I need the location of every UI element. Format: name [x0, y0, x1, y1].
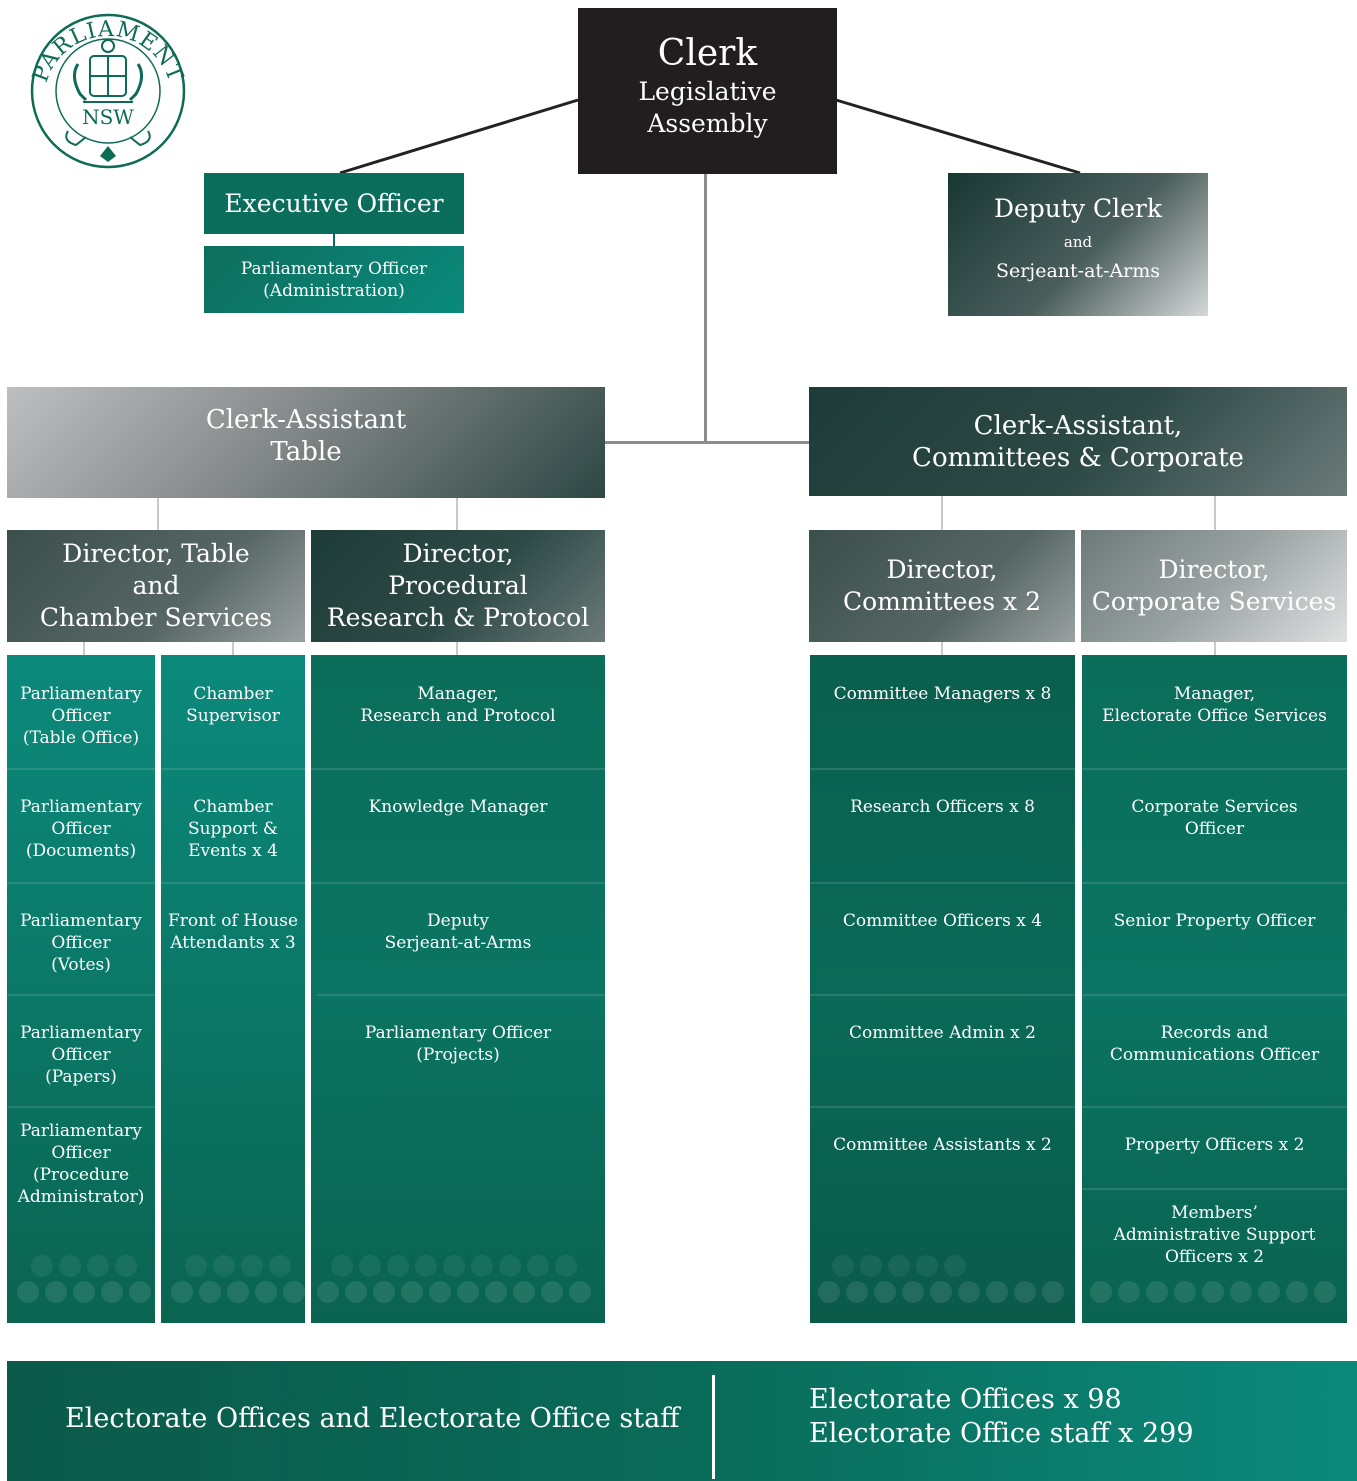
ca-table-line-2: Table — [270, 436, 342, 467]
list-item: Manager,Electorate Office Services — [1102, 684, 1327, 726]
director-table-box: Director, Table and Chamber Services — [7, 530, 305, 642]
connector-ca-comm-dir1 — [941, 496, 943, 530]
executive-officer-sub-box: Parliamentary Officer (Administration) — [204, 246, 464, 313]
connector-dir3-col — [941, 641, 943, 655]
deputy-clerk-title: Deputy Clerk — [993, 193, 1163, 223]
decorative-dots — [7, 1243, 155, 1323]
list-item: Research Officers x 8 — [850, 797, 1035, 817]
dir-table-line-1: Director, Table — [62, 539, 250, 568]
ca-table-line-1: Clerk-Assistant — [205, 404, 407, 435]
ca-committees-line-1: Clerk-Assistant, — [973, 410, 1183, 441]
connector-exec-sub — [333, 234, 335, 246]
connector-dir1-col2 — [232, 641, 234, 655]
decorative-dots — [1082, 1243, 1347, 1323]
list-item: Committee Officers x 4 — [842, 911, 1043, 931]
clerk-title: Clerk — [657, 33, 758, 74]
connector-dir2-col — [456, 641, 458, 655]
dir-corporate-line-2: Corporate Services — [1091, 587, 1337, 616]
deputy-clerk-box: Deputy Clerk and Serjeant-at-Arms — [948, 173, 1208, 316]
dir-table-line-2: and — [132, 571, 180, 600]
deputy-clerk-sub: Serjeant-at-Arms — [995, 259, 1161, 282]
list-item: Knowledge Manager — [368, 797, 548, 817]
executive-officer-sub-1: Parliamentary Officer — [240, 258, 428, 279]
parliament-crest-icon: PARLIAMENT NSW — [28, 13, 187, 169]
connector-horizontal-ca — [604, 441, 810, 444]
column-committees: Committee Managers x 8 Research Officers… — [810, 655, 1075, 1323]
parliament-nsw-logo: PARLIAMENT NSW — [28, 6, 188, 176]
connector-ca-comm-dir2 — [1214, 496, 1216, 530]
electorate-staff-count: Electorate Office staff x 299 — [809, 1418, 1194, 1449]
decorative-dots — [161, 1243, 305, 1323]
ca-committees-line-2: Committees & Corporate — [912, 442, 1244, 473]
electorate-left-label: Electorate Offices and Electorate Office… — [65, 1403, 680, 1434]
decorative-dots — [311, 1243, 605, 1323]
executive-officer-sub-2: (Administration) — [263, 280, 405, 301]
connector-dir1-col1 — [83, 641, 85, 655]
executive-officer-title: Executive Officer — [224, 189, 444, 218]
list-item: Manager,Research and Protocol — [360, 684, 556, 726]
dir-procedural-line-3: Research & Protocol — [326, 603, 590, 632]
connector-dir4-col — [1214, 641, 1216, 655]
clerk-subtitle-1: Legislative — [638, 77, 777, 106]
electorate-right-block: Electorate Offices x 98 Electorate Offic… — [809, 1383, 1194, 1451]
list-item: Property Officers x 2 — [1124, 1135, 1305, 1155]
list-item: Senior Property Officer — [1113, 911, 1316, 931]
dir-corporate-line-1: Director, — [1158, 555, 1270, 584]
connector-lines-top — [339, 98, 1081, 175]
clerk-assistant-committees-box: Clerk-Assistant, Committees & Corporate — [809, 387, 1347, 496]
dir-table-line-3: Chamber Services — [39, 603, 273, 632]
list-item: Committee Admin x 2 — [849, 1023, 1036, 1043]
list-item: Committee Assistants x 2 — [833, 1135, 1052, 1155]
connector-clerk-trunk — [704, 173, 707, 443]
column-corporate: Manager,Electorate Office Services Corpo… — [1082, 655, 1347, 1323]
director-committees-box: Director, Committees x 2 — [809, 530, 1075, 642]
clerk-box: Clerk Legislative Assembly — [578, 8, 837, 174]
electorate-divider — [712, 1375, 715, 1479]
dir-committees-line-1: Director, — [886, 555, 998, 584]
dir-procedural-line-1: Director, — [402, 539, 514, 568]
dir-committees-line-2: Committees x 2 — [843, 587, 1041, 616]
deputy-clerk-and: and — [1063, 232, 1093, 251]
logo-bottom-text: NSW — [82, 105, 134, 129]
clerk-assistant-table-box: Clerk-Assistant Table — [7, 387, 605, 498]
list-item: Parliamentary Officer(Projects) — [364, 1023, 552, 1065]
clerk-subtitle-2: Assembly — [647, 109, 768, 138]
director-procedural-box: Director, Procedural Research & Protocol — [311, 530, 605, 642]
connector-ca-table-dir2 — [456, 498, 458, 530]
list-item: Committee Managers x 8 — [833, 684, 1052, 704]
director-corporate-box: Director, Corporate Services — [1081, 530, 1347, 642]
electorate-offices-count: Electorate Offices x 98 — [809, 1384, 1122, 1415]
connector-ca-table-dir1 — [157, 498, 159, 530]
electorate-band: Electorate Offices and Electorate Office… — [7, 1361, 1357, 1481]
column-procedural: Manager,Research and Protocol Knowledge … — [311, 655, 605, 1323]
dir-procedural-line-2: Procedural — [388, 571, 528, 600]
decorative-dots — [810, 1243, 1075, 1323]
executive-officer-box: Executive Officer — [204, 173, 464, 234]
